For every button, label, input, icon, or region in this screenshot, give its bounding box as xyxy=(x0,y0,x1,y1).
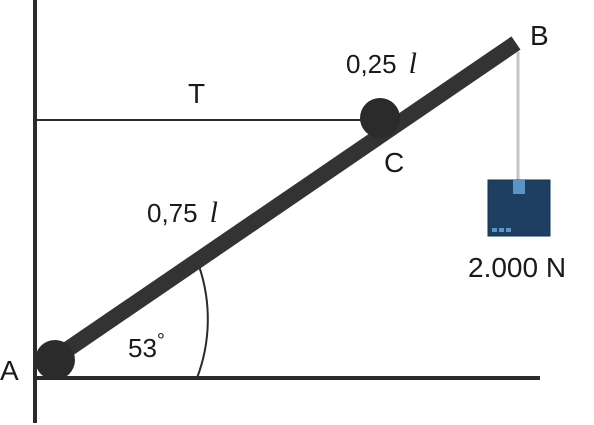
upper-segment-label: 0,25 l xyxy=(346,47,417,80)
lower-length-symbol: l xyxy=(210,196,218,229)
angle-value: 53 xyxy=(128,333,157,363)
tension-label: T xyxy=(188,78,205,109)
beam xyxy=(50,36,521,365)
point-c-label: C xyxy=(384,147,404,178)
crate-icon xyxy=(487,179,551,237)
hinge-c xyxy=(360,98,400,138)
upper-segment-coef: 0,25 xyxy=(346,49,397,79)
angle-label: 53° xyxy=(128,330,165,363)
weight-label: 2.000 N xyxy=(468,252,566,283)
angle-arc xyxy=(196,265,209,379)
point-a-label: A xyxy=(0,355,19,386)
lower-segment-coef: 0,75 xyxy=(147,198,198,228)
lower-segment-label: 0,75 l xyxy=(147,196,218,229)
point-b-label: B xyxy=(530,20,549,51)
angle-unit: ° xyxy=(157,330,165,352)
hinge-a xyxy=(35,340,75,380)
upper-length-symbol: l xyxy=(409,47,417,80)
